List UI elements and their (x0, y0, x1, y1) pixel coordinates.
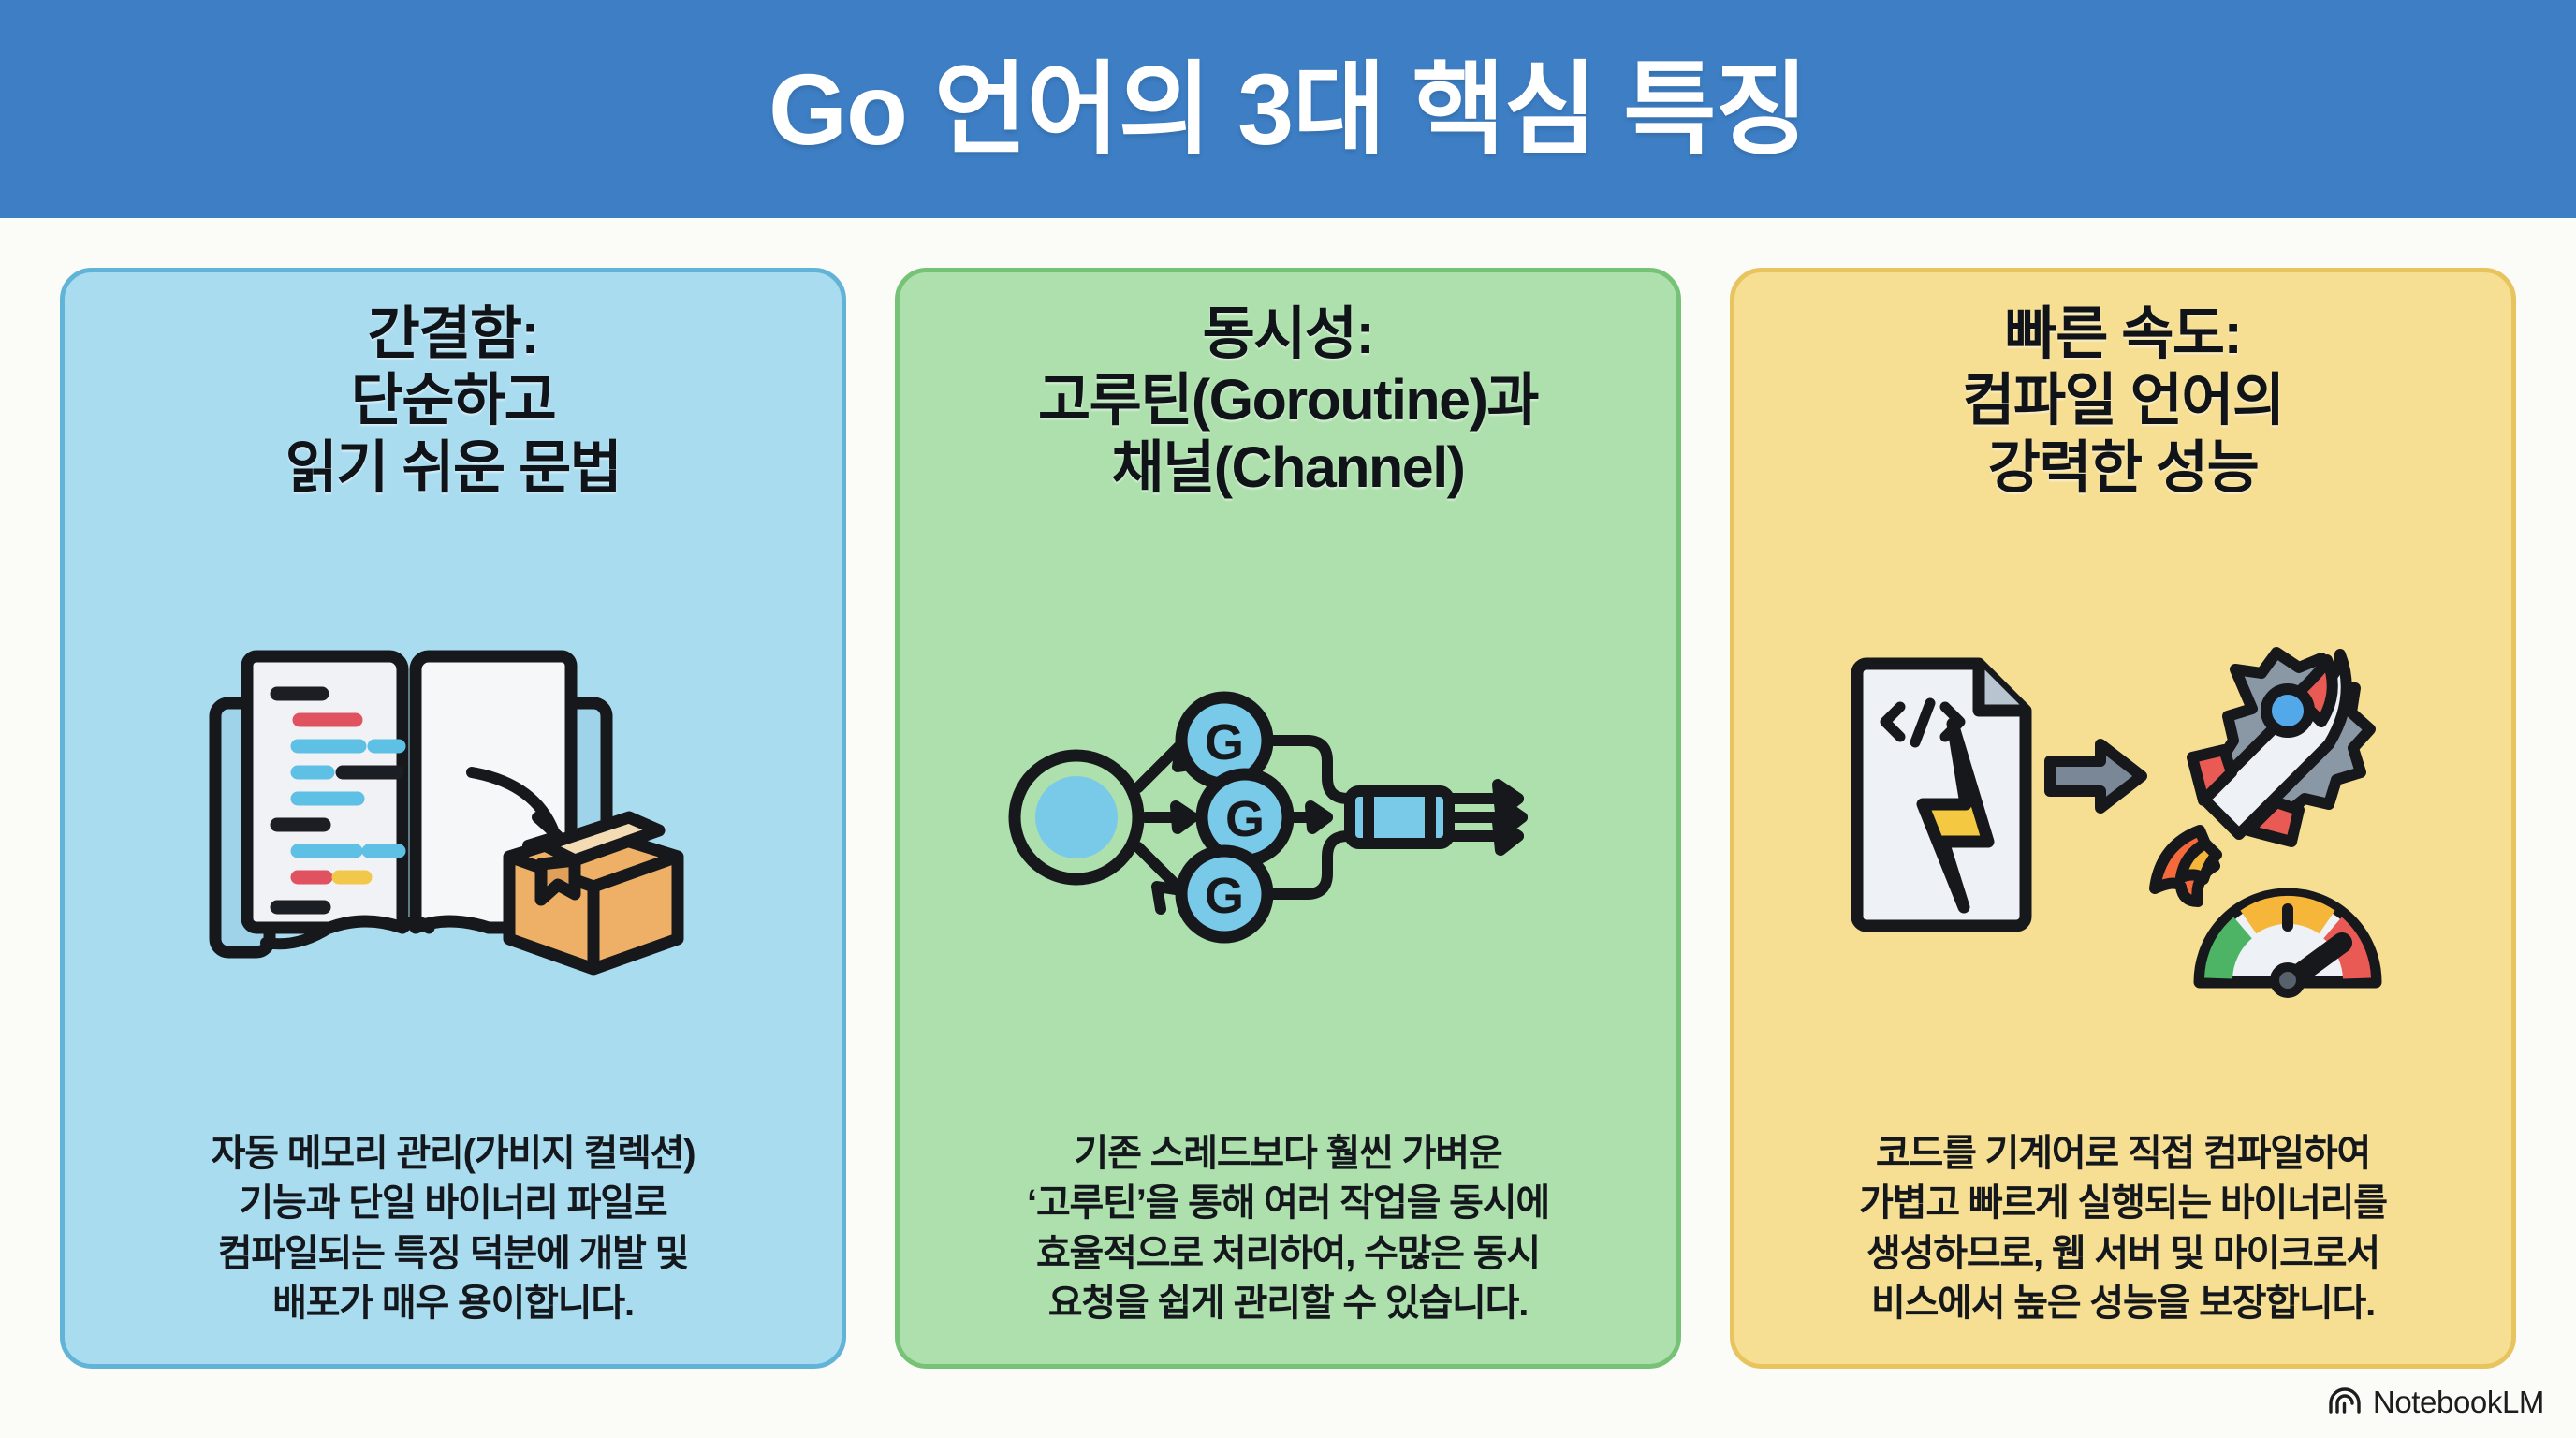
goroutine-label-3: G (1205, 868, 1244, 924)
feature-card-concurrency: 동시성: 고루틴(Goroutine)과 채널(Channel) (895, 268, 1681, 1369)
card-heading-concurrency: 동시성: 고루틴(Goroutine)과 채널(Channel) (1037, 301, 1540, 499)
notebooklm-watermark: NotebookLM (2327, 1385, 2544, 1419)
goroutine-label-1: G (1205, 714, 1244, 770)
goroutine-label-2: G (1225, 791, 1265, 847)
page-title: Go 언어의 3대 핵심 특징 (768, 51, 1808, 166)
card-body-concurrency: 기존 스레드보다 훨씬 가벼운 ‘고루틴’을 통해 여러 작업을 동시에 효율적… (1027, 1133, 1550, 1324)
card-body-speed: 코드를 기계어로 직접 컴파일하여 가볍고 빠르게 실행되는 바이너리를 생성하… (1859, 1133, 2388, 1324)
notebooklm-logo-icon (2327, 1385, 2363, 1419)
card-body-simplicity: 자동 메모리 관리(가비지 컬렉션) 기능과 단일 바이너리 파일로 컴파일되는… (211, 1133, 696, 1324)
illustration-code-file-rocket-gauge (1759, 501, 2487, 1129)
card-heading-speed: 빠른 속도: 컴파일 언어의 강력한 성능 (1962, 301, 2285, 499)
feature-card-simplicity: 간결함: 단순하고 읽기 쉬운 문법 (60, 268, 846, 1369)
notebooklm-label: NotebookLM (2372, 1385, 2545, 1419)
feature-card-speed: 빠른 속도: 컴파일 언어의 강력한 성능 (1730, 268, 2516, 1369)
illustration-goroutine-channel-diagram: G G G (924, 501, 1652, 1129)
card-heading-simplicity: 간결함: 단순하고 읽기 쉬운 문법 (285, 301, 622, 499)
feature-cards-row: 간결함: 단순하고 읽기 쉬운 문법 (0, 268, 2576, 1369)
illustration-open-book-and-package (89, 501, 817, 1129)
page-header: Go 언어의 3대 핵심 특징 (0, 0, 2576, 218)
